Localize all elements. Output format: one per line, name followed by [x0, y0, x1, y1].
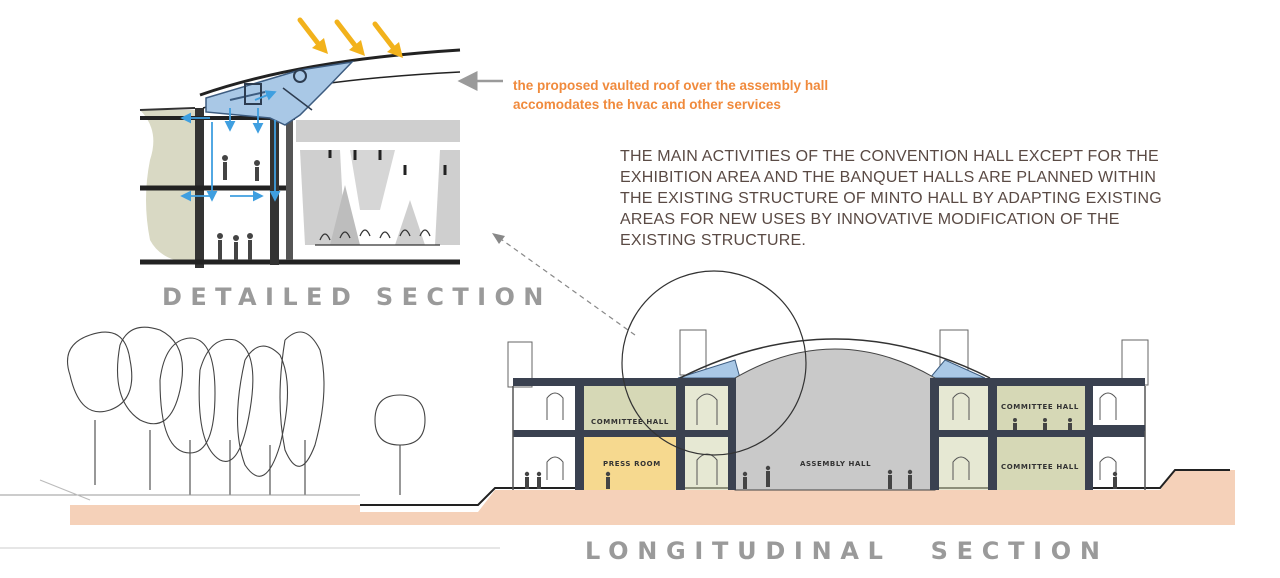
roof-annotation-line-1: the proposed vaulted roof over the assem… — [513, 78, 829, 93]
detailed-section-title: DETAILED SECTION — [162, 283, 552, 311]
description-line-3: THE EXISTING STRUCTURE OF MINTO HALL BY … — [620, 190, 1162, 207]
description-line-4: AREAS FOR NEW USES BY INNOVATIVE MODIFIC… — [620, 211, 1120, 228]
description-line-5: EXISTING STRUCTURE. — [620, 232, 807, 249]
detail-callout-circle — [621, 270, 807, 456]
roof-annotation-line-2: accomodates the hvac and other services — [513, 97, 781, 112]
project-description: THE MAIN ACTIVITIES OF THE CONVENTION HA… — [620, 146, 1220, 251]
roof-annotation: the proposed vaulted roof over the assem… — [513, 76, 828, 114]
label-committee-hall-right-lower: COMMITTEE HALL — [1001, 463, 1079, 471]
label-committee-hall-right-upper: COMMITTEE HALL — [1001, 403, 1079, 411]
longitudinal-section-building — [507, 270, 1149, 491]
longitudinal-section-title: LONGITUDINAL SECTION — [585, 537, 1109, 565]
description-line-2: EXHIBITION AREA AND THE BANQUET HALLS AR… — [620, 169, 1157, 186]
landscape-trees — [0, 326, 426, 501]
label-assembly-hall: ASSEMBLY HALL — [800, 460, 871, 468]
label-committee-hall-left: COMMITTEE HALL — [591, 418, 669, 426]
detail-link-line — [497, 236, 636, 336]
description-line-1: THE MAIN ACTIVITIES OF THE CONVENTION HA… — [620, 148, 1159, 165]
label-press-room: PRESS ROOM — [603, 460, 661, 468]
detailed-section-sketch — [139, 17, 503, 268]
